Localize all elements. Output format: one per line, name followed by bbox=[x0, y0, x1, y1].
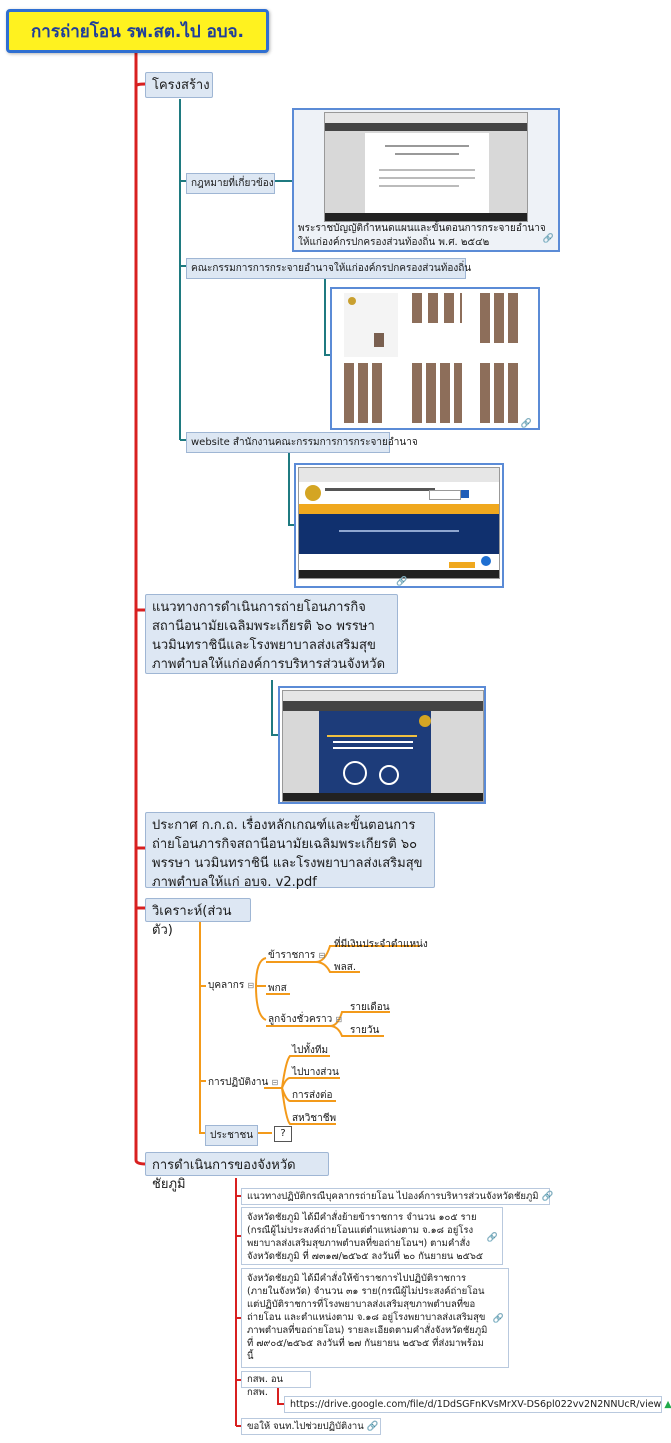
laws-attachment-card[interactable]: พระราชบัญญัติกำหนดแผนและขั้นตอนการกระจาย… bbox=[292, 108, 560, 252]
topic-province-label: การดำเนินการของจังหวัดชัยภูมิ bbox=[152, 1158, 296, 1192]
province-item-guideline[interactable]: แนวทางปฏิบัติกรณีบุคลากรถ่ายโอน ไปองค์กา… bbox=[241, 1188, 553, 1205]
collapse-icon[interactable]: ⊟ bbox=[271, 1078, 279, 1087]
province-item-assignment-order[interactable]: จังหวัดชัยภูมิ ได้มีคำสั่งให้ข้าราชการไป… bbox=[241, 1268, 509, 1368]
province-item-staff-support[interactable]: ขอให้ จนท.ไปช่วยปฏิบัติงาน 🔗 bbox=[241, 1418, 381, 1435]
topic-structure[interactable]: โครงสร้าง bbox=[145, 72, 213, 98]
topic-operation[interactable]: การปฏิบัติงาน ⊟ bbox=[208, 1075, 278, 1090]
collapse-icon[interactable]: ⊟ bbox=[335, 1015, 343, 1024]
topic-guideline[interactable]: แนวทางการดำเนินการถ่ายโอนภารกิจสถานีอนาม… bbox=[145, 594, 398, 674]
website-screenshot bbox=[298, 467, 500, 579]
link-icon[interactable]: 🔗 bbox=[492, 1314, 504, 1324]
guideline-pdf-screenshot bbox=[282, 690, 484, 802]
leaf-pks[interactable]: พกส bbox=[268, 983, 287, 994]
province-item-transfer-order[interactable]: จังหวัดชัยภูมิ ได้มีคำสั่งย้ายข้าราชการ … bbox=[241, 1207, 503, 1265]
leaf-position-allowance[interactable]: ที่มีเงินประจำตำแหน่ง bbox=[334, 939, 428, 950]
topic-laws-label: กฎหมายที่เกี่ยวข้อง bbox=[191, 178, 274, 189]
topic-temporary-staff-label: ลูกจ้างชั่วคราว bbox=[268, 1014, 333, 1025]
link-icon[interactable]: 🔗 bbox=[541, 1191, 554, 1202]
committee-photos-5 bbox=[480, 363, 520, 423]
google-drive-icon: ▲ bbox=[664, 1399, 671, 1410]
topic-personnel-label: บุคลากร bbox=[208, 980, 245, 991]
province-item-ksp[interactable]: กสพ. อน กสพ. bbox=[241, 1371, 311, 1398]
laws-caption: พระราชบัญญัติกำหนดแผนและขั้นตอนการกระจาย… bbox=[298, 223, 546, 248]
topic-website-label: website สำนักงานคณะกรรมการการกระจายอำนาจ bbox=[191, 437, 418, 448]
province-item-ksp-text: กสพ. อน กสพ. bbox=[247, 1374, 284, 1398]
province-item-guideline-text: แนวทางปฏิบัติกรณีบุคลากรถ่ายโอน ไปองค์กา… bbox=[247, 1191, 539, 1202]
leaf-referral[interactable]: การส่งต่อ bbox=[292, 1090, 333, 1101]
collapse-icon[interactable]: ⊟ bbox=[318, 951, 326, 960]
drive-link-url: https://drive.google.com/file/d/1DdSGFnK… bbox=[290, 1399, 662, 1410]
province-item-transfer-order-text: จังหวัดชัยภูมิ ได้มีคำสั่งย้ายข้าราชการ … bbox=[247, 1212, 484, 1262]
topic-operation-label: การปฏิบัติงาน bbox=[208, 1077, 269, 1088]
link-icon[interactable]: 🔗 bbox=[486, 1233, 498, 1243]
topic-committee[interactable]: คณะกรรมการการกระจายอำนาจให้แก่องค์กรปกคร… bbox=[186, 258, 471, 279]
topic-personnel[interactable]: บุคลากร ⊟ bbox=[208, 978, 254, 993]
committee-photos-2 bbox=[480, 293, 520, 343]
topic-structure-label: โครงสร้าง bbox=[152, 78, 210, 93]
topic-analysis-label: วิเคราะห์(ส่วนตัว) bbox=[152, 904, 232, 938]
topic-people[interactable]: ประชาชน bbox=[205, 1125, 258, 1146]
leaf-pls[interactable]: พลส. bbox=[334, 962, 357, 973]
link-icon[interactable]: 🔗 bbox=[396, 577, 408, 587]
link-icon[interactable]: 🔗 bbox=[366, 1421, 379, 1432]
committee-photos-4 bbox=[412, 363, 462, 423]
topic-announcement-label: ประกาศ ก.ก.ถ. เรื่องหลักเกณฑ์และขั้นตอนก… bbox=[152, 818, 423, 890]
topic-civil-servant-label: ข้าราชการ bbox=[268, 950, 316, 961]
province-item-staff-support-text: ขอให้ จนท.ไปช่วยปฏิบัติงาน bbox=[247, 1421, 364, 1432]
topic-analysis[interactable]: วิเคราะห์(ส่วนตัว) bbox=[145, 898, 251, 938]
leaf-daily[interactable]: รายวัน bbox=[350, 1025, 380, 1036]
province-item-assignment-order-text: จังหวัดชัยภูมิ ได้มีคำสั่งให้ข้าราชการไป… bbox=[247, 1273, 488, 1362]
topic-people-label: ประชาชน bbox=[210, 1130, 254, 1141]
committee-attachment-card[interactable]: 🔗 bbox=[330, 287, 540, 430]
topic-civil-servant[interactable]: ข้าราชการ ⊟ bbox=[268, 948, 325, 963]
root-topic[interactable]: การถ่ายโอน รพ.สต.ไป อบจ. bbox=[6, 9, 269, 53]
topic-website[interactable]: website สำนักงานคณะกรรมการการกระจายอำนาจ bbox=[186, 432, 418, 453]
link-icon[interactable]: 🔗 bbox=[520, 419, 532, 429]
leaf-multidisciplinary[interactable]: สหวิชาชีพ bbox=[292, 1113, 337, 1124]
topic-guideline-label: แนวทางการดำเนินการถ่ายโอนภารกิจสถานีอนาม… bbox=[152, 600, 386, 672]
leaf-partial[interactable]: ไปบางส่วน bbox=[292, 1067, 339, 1078]
topic-announcement[interactable]: ประกาศ ก.ก.ถ. เรื่องหลักเกณฑ์และขั้นตอนก… bbox=[145, 812, 435, 890]
topic-province[interactable]: การดำเนินการของจังหวัดชัยภูมิ bbox=[145, 1152, 329, 1192]
committee-org-image-1 bbox=[344, 293, 398, 357]
drive-link[interactable]: https://drive.google.com/file/d/1DdSGFnK… bbox=[284, 1396, 671, 1413]
root-title: การถ่ายโอน รพ.สต.ไป อบจ. bbox=[31, 21, 244, 42]
committee-photos-1 bbox=[412, 293, 462, 323]
leaf-monthly[interactable]: รายเดือน bbox=[350, 1002, 390, 1013]
collapse-icon[interactable]: ⊟ bbox=[247, 981, 255, 990]
question-badge[interactable]: ? bbox=[274, 1126, 292, 1142]
guideline-attachment-card[interactable] bbox=[278, 686, 486, 804]
link-icon[interactable]: 🔗 bbox=[542, 234, 554, 244]
leaf-whole-team[interactable]: ไปทั้งทีม bbox=[292, 1045, 329, 1056]
committee-photos-3 bbox=[344, 363, 384, 423]
laws-document-screenshot bbox=[324, 112, 528, 222]
website-attachment-card[interactable]: 🔗 bbox=[294, 463, 504, 588]
topic-temporary-staff[interactable]: ลูกจ้างชั่วคราว ⊟ bbox=[268, 1012, 342, 1027]
topic-laws[interactable]: กฎหมายที่เกี่ยวข้อง bbox=[186, 173, 275, 194]
topic-committee-label: คณะกรรมการการกระจายอำนาจให้แก่องค์กรปกคร… bbox=[191, 263, 472, 274]
